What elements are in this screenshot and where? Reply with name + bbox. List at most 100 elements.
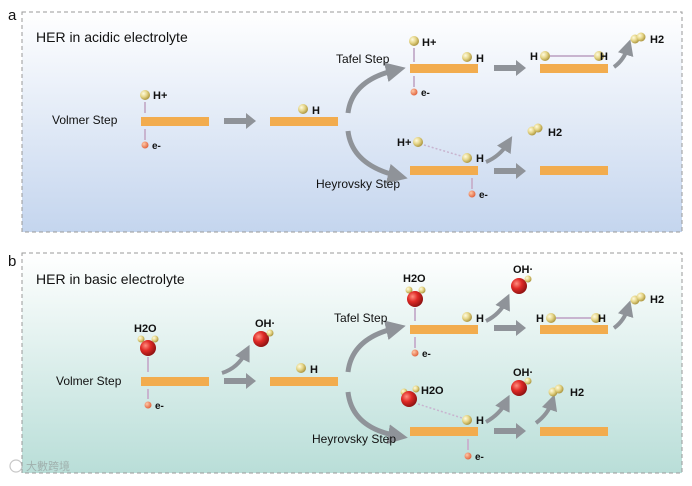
proton-label: H+ [153, 90, 167, 102]
hydroxide-o-atom [511, 278, 527, 294]
adsorbed-h-atom [298, 104, 308, 114]
catalyst-surface [540, 427, 608, 436]
water-o-atom [140, 340, 156, 356]
panel-a-frame [21, 11, 683, 233]
catalyst-surface [270, 377, 338, 386]
electron-label: e- [475, 452, 484, 463]
catalyst-surface [540, 64, 608, 73]
process-arrow [224, 113, 256, 129]
catalyst-surface [410, 325, 478, 334]
proton-h-atom [413, 137, 423, 147]
release-arrow [534, 394, 558, 425]
panel-b-letter: b [8, 253, 16, 270]
panel-b: b HER in basic electrolyte H2O Volmer St… [8, 252, 683, 474]
electron-dot [464, 452, 472, 460]
water-label: H2O [421, 385, 444, 397]
pair-h-left-label: H [530, 51, 538, 63]
process-arrow [494, 320, 526, 336]
proton-h-atom [140, 90, 150, 100]
h2-product-label: H2 [548, 127, 562, 139]
electron-dot [411, 349, 419, 357]
hydroxide-o-atom [253, 331, 269, 347]
h2-product-label: H2 [650, 294, 664, 306]
panel-b-title: HER in basic electrolyte [36, 271, 185, 287]
electron-dot [144, 401, 152, 409]
electron-label: e- [155, 401, 164, 412]
catalyst-surface [141, 117, 209, 126]
process-arrow [224, 373, 256, 389]
panel-a-title: HER in acidic electrolyte [36, 29, 188, 45]
branch-arrow-down [345, 130, 408, 184]
electron-label: e- [152, 141, 161, 152]
proton-label: H+ [397, 137, 411, 149]
water-label: H2O [403, 273, 426, 285]
release-arrow [612, 39, 634, 69]
water-o-atom [401, 391, 417, 407]
proton-h-atom [409, 36, 419, 46]
watermark: 大數跨境 [9, 459, 70, 473]
h2-molecule-atom [533, 123, 543, 133]
catalyst-surface [410, 427, 478, 436]
electron-dot [468, 190, 476, 198]
adsorbed-h-label: H [476, 415, 484, 427]
panel-a: a HER in acidic electrolyte Volmer Step … [8, 7, 683, 233]
h2-molecule-atom [554, 384, 564, 394]
electron-dot [141, 141, 149, 149]
catalyst-surface [410, 64, 478, 73]
water-o-atom [407, 291, 423, 307]
electron-label: e- [479, 190, 488, 201]
tafel-step-label: Tafel Step [334, 311, 388, 325]
proton-label: H+ [422, 37, 436, 49]
watermark-logo-icon [9, 459, 23, 473]
adsorbed-h-label: H [476, 53, 484, 65]
h2-molecule-atom [636, 32, 646, 42]
branch-arrow-up [345, 320, 406, 373]
release-arrow [484, 394, 510, 424]
adsorbed-h-atom [462, 153, 472, 163]
hydroxide-label: OH· [513, 264, 533, 276]
h2-molecule-atom [636, 292, 646, 302]
water-label: H2O [134, 323, 157, 335]
process-arrow [494, 423, 526, 439]
h2-product-label: H2 [570, 387, 584, 399]
catalyst-surface [141, 377, 209, 386]
water-h-atom [137, 335, 145, 343]
branch-arrow-down [345, 391, 408, 445]
hydroxide-o-atom [511, 380, 527, 396]
release-arrow [485, 293, 510, 323]
adsorbed-h-label: H [312, 105, 320, 117]
adsorbed-h-label: H [476, 153, 484, 165]
catalyst-surface [410, 166, 478, 175]
pair-h-left-atom [546, 313, 556, 323]
pair-h-right-atom [591, 313, 601, 323]
pair-h-right-atom [594, 51, 604, 61]
hydroxide-h-atom [266, 329, 274, 337]
process-arrow [494, 163, 526, 179]
heyrovsky-step-label: Heyrovsky Step [316, 177, 400, 191]
catalyst-surface [540, 325, 608, 334]
process-arrow [494, 60, 526, 76]
water-h-atom [412, 385, 420, 393]
water-h-atom [418, 286, 426, 294]
hydroxide-label: OH· [255, 318, 275, 330]
attack-bond [423, 144, 462, 157]
catalyst-surface [540, 166, 608, 175]
water-h-atom [151, 335, 159, 343]
pair-h-left-label: H [536, 313, 544, 325]
panel-a-letter: a [8, 7, 17, 24]
pair-h-left-atom [540, 51, 550, 61]
hydroxide-label: OH· [513, 367, 533, 379]
adsorbed-h-atom [462, 415, 472, 425]
pair-h-right-label: H [598, 313, 606, 325]
watermark-text: 大數跨境 [26, 459, 70, 473]
electron-label: e- [421, 88, 430, 99]
pair-h-right-label: H [600, 51, 608, 63]
volmer-step-label: Volmer Step [52, 113, 118, 127]
adsorbed-h-label: H [310, 364, 318, 376]
tafel-step-label: Tafel Step [336, 52, 390, 66]
catalyst-surface [270, 117, 338, 126]
electron-dot [410, 88, 418, 96]
adsorbed-h-atom [296, 363, 306, 373]
adsorbed-h-label: H [476, 313, 484, 325]
